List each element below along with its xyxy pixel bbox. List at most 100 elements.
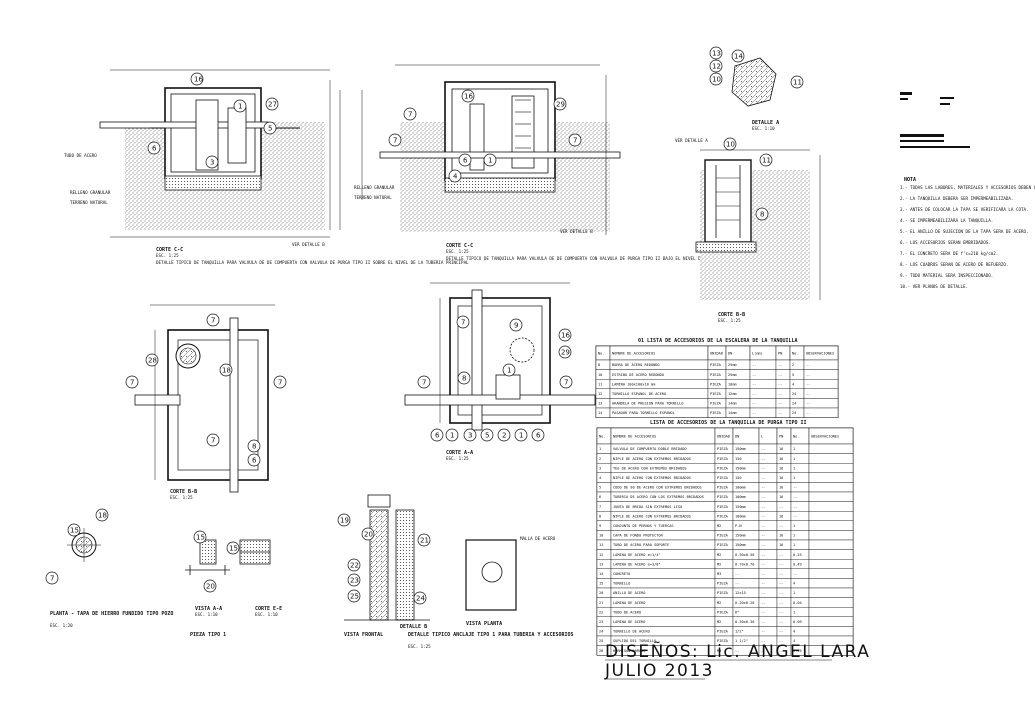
table-cell: -- bbox=[779, 582, 783, 586]
svg-text:4: 4 bbox=[453, 173, 458, 181]
table-cell: TUBO DE ACERO PARA SOPORTE bbox=[613, 543, 669, 547]
label-ver-detalle: VER DETALLE B bbox=[292, 242, 325, 247]
table-cell: 7 bbox=[599, 505, 601, 509]
table-cell: CONCRETO bbox=[613, 572, 630, 576]
label-terreno: TERRENO NATURAL bbox=[70, 200, 108, 205]
table-cell-box bbox=[808, 472, 854, 483]
svg-text:1: 1 bbox=[488, 157, 492, 165]
svg-text:18: 18 bbox=[222, 367, 231, 375]
table-cell: 14mm bbox=[728, 411, 737, 415]
table-cell: -- bbox=[806, 382, 810, 386]
signature-block: DISEÑOS: Lic. ANGEL LARA JULIO 2013 bbox=[604, 640, 870, 681]
table-cell-box bbox=[808, 607, 854, 618]
note-item: 5.- EL ANILLO DE SUJECION DE LA TAPA SER… bbox=[900, 229, 1029, 234]
svg-text:1: 1 bbox=[450, 432, 454, 440]
table-cell: 22 bbox=[599, 610, 603, 614]
svg-text:21: 21 bbox=[420, 537, 429, 545]
table-cell: PIEZA bbox=[717, 582, 729, 586]
table-cell: 25 bbox=[599, 639, 603, 643]
table-cell: 100mm bbox=[735, 514, 746, 518]
table-cell: -- bbox=[793, 572, 797, 576]
table-cell: 4 bbox=[793, 639, 795, 643]
table-cell: -- bbox=[793, 505, 797, 509]
callout-bubble: 7 9 16 29 8 1 7 7 6 1 3 5 2 1 bbox=[417, 315, 573, 442]
svg-text:29: 29 bbox=[556, 101, 565, 109]
table-cell: 0.20x0.20 bbox=[735, 601, 754, 605]
table-cell: -- bbox=[761, 543, 765, 547]
table-cell-box bbox=[808, 453, 854, 464]
table-cell: 10 bbox=[599, 534, 603, 538]
table-cell: -- bbox=[761, 610, 765, 614]
table-cell: 12mm bbox=[728, 392, 737, 396]
table-cell: LAMINA DE ACERO bbox=[613, 601, 645, 605]
table-cell: 150mm bbox=[735, 543, 746, 547]
svg-text:23: 23 bbox=[350, 577, 359, 585]
section-ee-scale: ESC. 1:10 bbox=[255, 612, 278, 617]
section-aa-scale: ESC. 1:25 bbox=[446, 456, 469, 461]
table-cell: LAMINA 100x100x10 mm bbox=[612, 382, 655, 386]
signature-author: DISEÑOS: Lic. ANGEL LARA bbox=[605, 640, 870, 662]
table-cell: M2 bbox=[717, 601, 721, 605]
section-aa-title: CORTE A-A bbox=[446, 450, 473, 456]
svg-text:3: 3 bbox=[468, 432, 472, 440]
table-cell: 4 bbox=[792, 382, 794, 386]
table-cell: -- bbox=[806, 373, 810, 377]
table-cell: 26 bbox=[599, 649, 603, 653]
anchor-detail-view: 19 20 21 22 23 25 24 VISTA FRONTAL DETAL… bbox=[337, 494, 574, 649]
table-cell: 0.30x0.30 bbox=[735, 620, 754, 624]
table-header: OBSERVACIONES bbox=[806, 352, 834, 356]
note-item: 10.- VER PLANOS DE DETALLE. bbox=[900, 284, 968, 289]
table-cell: 4 bbox=[599, 476, 601, 480]
table-cell: PIEZA bbox=[710, 363, 722, 367]
table-cell: TEE DE ACERO CON EXTREMOS BRIDADOS bbox=[613, 466, 687, 470]
table-cell: PIEZA bbox=[710, 411, 722, 415]
table-cell: PIEZA bbox=[717, 466, 729, 470]
section-cc-note: DETALLE TIPICO DE TANQUILLA PARA VALVULA… bbox=[156, 260, 469, 265]
svg-text:13: 13 bbox=[712, 50, 721, 58]
section-bb-view: 10 11 8 VER DETALLE A CORTE B-B ESC. 1:2… bbox=[675, 137, 821, 323]
table-cell: 14 bbox=[599, 572, 603, 576]
table-cell: 1 bbox=[793, 447, 795, 451]
table-cell: -- bbox=[761, 505, 765, 509]
section-cc-view: 16 1 5 3 27 6 TUBO DE ACERO RELLENO GRAN… bbox=[64, 69, 469, 265]
table-cell: PIEZA bbox=[710, 373, 722, 377]
table-cell-box bbox=[808, 578, 854, 589]
table-cell: PIEZA bbox=[710, 402, 722, 406]
table-header: No. bbox=[599, 435, 606, 439]
note-item: 3.- ANTES DE COLOCAR LA TAPA SE VERIFICA… bbox=[900, 207, 1029, 212]
table-cell: -- bbox=[778, 402, 782, 406]
note-item: 1.- TODAS LAS LABORES, MATERIALES Y ACCE… bbox=[900, 185, 1035, 190]
table-cell: M2 bbox=[717, 562, 721, 566]
label-relleno-2: RELLENO GRANULAR bbox=[354, 185, 395, 190]
svg-text:16: 16 bbox=[561, 332, 570, 340]
table-cell: 25mm bbox=[728, 373, 737, 377]
plan-left-view: 7 28 18 7 7 7 8 6 CORTE B-B ESC. 1:25 bbox=[125, 304, 287, 500]
table-cell: 0.04 bbox=[793, 601, 802, 605]
table-cell: 1 bbox=[793, 457, 795, 461]
table-cell: 8 bbox=[598, 363, 600, 367]
svg-text:8: 8 bbox=[252, 443, 256, 451]
anchor-detail-scale: ESC. 1:25 bbox=[408, 644, 431, 649]
table-cell: -- bbox=[761, 649, 765, 653]
table-cell: M3 bbox=[717, 572, 721, 576]
svg-text:8: 8 bbox=[462, 375, 466, 383]
table-cell: PIEZA bbox=[717, 610, 729, 614]
svg-text:25: 25 bbox=[350, 593, 359, 601]
table-cell: -- bbox=[735, 649, 739, 653]
table-cell: -- bbox=[761, 495, 765, 499]
svg-text:7: 7 bbox=[211, 317, 215, 325]
note-item: 9.- TODO MATERIAL SERA INSPECCIONADO. bbox=[900, 273, 993, 278]
detail-b-title: DETALLE B bbox=[400, 624, 427, 630]
table-cell: 10 bbox=[598, 373, 602, 377]
table-cell: 24 bbox=[599, 630, 603, 634]
table-header: No. bbox=[792, 352, 799, 356]
